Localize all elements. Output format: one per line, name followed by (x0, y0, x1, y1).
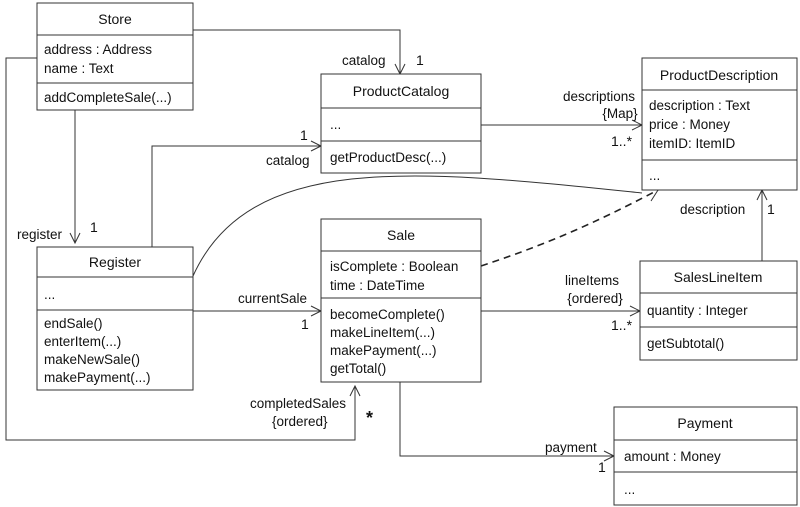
payment-attribute: amount : Money (624, 449, 721, 464)
multiplicity-label: 1 (300, 127, 308, 143)
class-sale[interactable]: Sale isComplete : Boolean time : DateTim… (320, 218, 482, 383)
register-class-name: Register (89, 254, 141, 270)
role-label: register (17, 227, 63, 242)
multiplicity-label: 1 (767, 201, 775, 217)
multiplicity-label: 1..* (611, 317, 633, 333)
register-operation: endSale() (44, 316, 103, 331)
store-catalog-association (193, 29, 401, 74)
sales-line-item-class-name: SalesLineItem (674, 269, 763, 285)
class-payment[interactable]: Payment amount : Money ... (613, 406, 798, 506)
role-label: descriptions (563, 89, 635, 104)
sale-operation: becomeComplete() (330, 307, 445, 322)
class-store[interactable]: Store address : Address name : Text addC… (36, 2, 194, 111)
store-attribute: name : Text (44, 61, 114, 76)
role-label: catalog (266, 153, 310, 168)
store-completed-sales-association (5, 57, 356, 441)
product-description-attribute: description : Text (649, 98, 750, 113)
class-sales-line-item[interactable]: SalesLineItem quantity : Integer getSubt… (639, 260, 798, 361)
store-attribute: address : Address (44, 42, 152, 57)
role-label: lineItems (565, 273, 619, 288)
product-catalog-class-name: ProductCatalog (353, 83, 450, 99)
sale-attribute: time : DateTime (330, 278, 425, 293)
product-description-operation: ... (649, 168, 660, 183)
sale-operation: getTotal() (330, 361, 386, 376)
constraint-label: {ordered} (567, 291, 623, 306)
product-description-attribute: itemID: ItemID (649, 136, 736, 151)
product-catalog-attribute: ... (330, 117, 341, 132)
role-label: payment (545, 440, 597, 455)
sale-payment-association (399, 382, 614, 457)
class-product-catalog[interactable]: ProductCatalog ... getProductDesc(...) (320, 73, 482, 174)
role-label: description (680, 202, 745, 217)
product-description-class-name: ProductDescription (660, 67, 778, 83)
multiplicity-label: 1 (90, 219, 98, 235)
sale-class-name: Sale (387, 227, 415, 243)
register-operation: makePayment(...) (44, 370, 151, 385)
sale-operation: makePayment(...) (330, 343, 437, 358)
multiplicity-label: 1 (301, 316, 309, 332)
sales-line-item-operation: getSubtotal() (647, 336, 724, 351)
product-description-attribute: price : Money (649, 117, 730, 132)
sale-description-dependency (480, 189, 659, 267)
payment-class-name: Payment (677, 415, 732, 431)
multiplicity-label: * (366, 408, 373, 428)
sales-line-item-attribute: quantity : Integer (647, 303, 748, 318)
multiplicity-label: 1 (598, 459, 606, 475)
sale-operation: makeLineItem(...) (330, 325, 435, 340)
register-operation: enterItem(...) (44, 334, 121, 349)
role-label: completedSales (250, 396, 346, 411)
constraint-label: {Map} (602, 106, 638, 121)
multiplicity-label: 1 (416, 52, 424, 68)
constraint-label: {ordered} (272, 414, 328, 429)
register-catalog-association (151, 145, 321, 247)
register-description-dependency (192, 175, 643, 277)
class-product-description[interactable]: ProductDescription description : Text pr… (641, 57, 798, 191)
role-label: catalog (342, 53, 386, 68)
store-completed-sales-arrowhead (349, 384, 361, 397)
register-attribute: ... (44, 287, 55, 302)
payment-operation: ... (624, 482, 635, 497)
multiplicity-label: 1..* (611, 133, 633, 149)
store-operation: addCompleteSale(...) (44, 90, 172, 105)
store-register-arrowhead (69, 232, 81, 245)
role-label: currentSale (238, 291, 307, 306)
product-catalog-operation: getProductDesc(...) (330, 150, 446, 165)
store-class-name: Store (98, 11, 132, 27)
class-register[interactable]: Register ... endSale() enterItem(...) ma… (36, 246, 194, 391)
sale-attribute: isComplete : Boolean (330, 259, 458, 274)
register-operation: makeNewSale() (44, 352, 140, 367)
